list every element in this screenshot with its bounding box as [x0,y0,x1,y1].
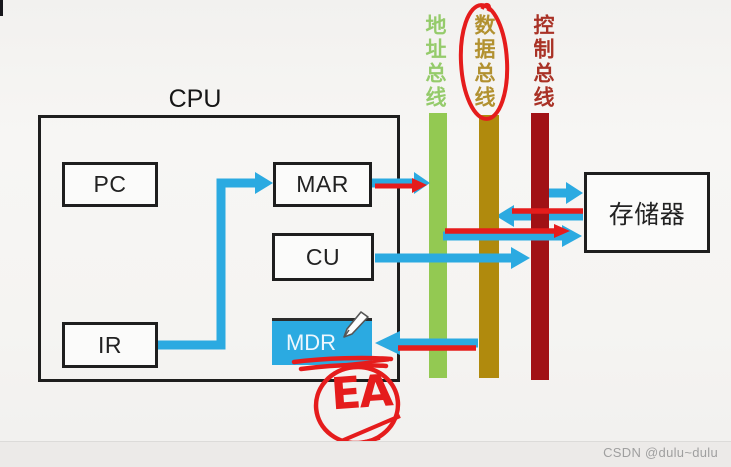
cu-label: CU [305,243,341,270]
mar-register-box: MAR [273,162,372,207]
address-bus-bar [429,113,447,378]
control-bus-bar [531,113,549,380]
cu-box: CU [272,233,374,281]
mdr-label: MDR [285,330,337,355]
cpu-label: CPU [168,85,222,113]
watermark: CSDN @dulu~dulu [603,445,718,460]
pc-label: PC [93,171,127,197]
data-bus-bar [479,115,499,378]
control-bus-label: 控制总线 [531,14,554,110]
address-bus-label: 地址总线 [423,14,446,110]
memory-label: 存储器 [608,200,686,229]
ir-label: IR [98,331,122,358]
address-bus-to-memory-arrow [443,225,582,247]
mdr-register-box: MDR [272,318,372,365]
memory-box: 存储器 [584,172,710,253]
bottom-strip: CSDN @dulu~dulu [0,441,731,467]
ir-register-box: IR [62,322,158,368]
corner-sliver [0,0,3,16]
mar-label: MAR [296,171,349,197]
data-bus-label: 数据总线 [472,14,495,110]
cpu-outline-box [38,115,400,382]
pc-register-box: PC [62,162,158,207]
ea-annotation-text: EA [329,365,393,421]
ea-path-highlight-to-memory [445,224,570,238]
control-bus-to-memory-arrow [549,182,583,204]
